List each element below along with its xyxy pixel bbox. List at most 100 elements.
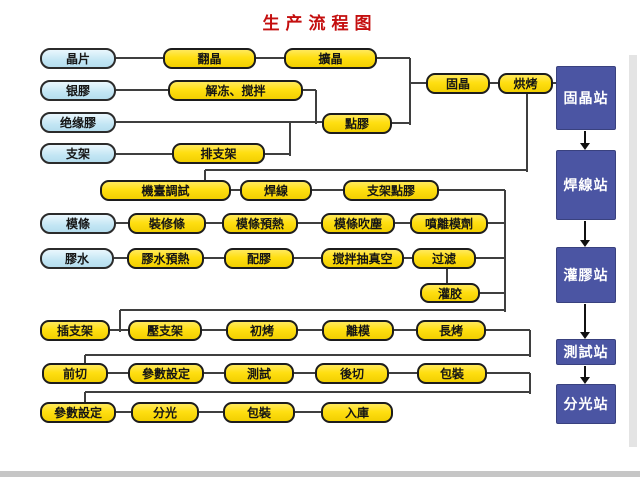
connector-line bbox=[476, 257, 505, 259]
connector-line bbox=[446, 269, 448, 285]
node-canshu-sheding-1: 參數設定 bbox=[128, 363, 204, 384]
connector-line bbox=[298, 329, 322, 331]
connector-line bbox=[392, 122, 410, 124]
connector-line bbox=[199, 411, 223, 413]
connector-line bbox=[395, 222, 410, 224]
connector-line bbox=[410, 82, 426, 84]
node-ya-zhijia: 壓支架 bbox=[128, 320, 202, 341]
node-limo: 離模 bbox=[322, 320, 394, 341]
connector-line bbox=[312, 189, 343, 191]
station-flow-arrow bbox=[584, 221, 586, 240]
node-fenguang: 分光 bbox=[131, 402, 199, 423]
connector-line bbox=[116, 57, 163, 59]
connector-line bbox=[204, 170, 206, 183]
node-station-gujing: 固晶站 bbox=[556, 66, 616, 130]
connector-line bbox=[84, 355, 86, 366]
node-pai-zhijia: 排支架 bbox=[172, 143, 265, 164]
connector-line bbox=[119, 310, 121, 332]
node-hanxian: 焊線 bbox=[240, 180, 312, 201]
connector-line bbox=[504, 190, 506, 312]
connector-line bbox=[295, 411, 321, 413]
connector-line bbox=[205, 169, 527, 171]
page-edge-bottom bbox=[0, 471, 640, 477]
node-jiaoshui: 膠水 bbox=[40, 248, 114, 269]
node-baozhuang-1: 包裝 bbox=[417, 363, 487, 384]
connector-line bbox=[526, 94, 528, 172]
node-ruku: 入庫 bbox=[321, 402, 393, 423]
node-zhuangxiutiao: 裝修條 bbox=[128, 213, 206, 234]
connector-line bbox=[108, 372, 128, 374]
connector-line bbox=[116, 222, 128, 224]
connector-line bbox=[389, 372, 417, 374]
node-motiao-chuichen: 模條吹塵 bbox=[321, 213, 395, 234]
arrow-head-icon bbox=[580, 377, 590, 384]
arrow-head-icon bbox=[580, 240, 590, 247]
connector-line bbox=[85, 354, 530, 356]
page-title: 生产流程图 bbox=[262, 14, 378, 33]
connector-line bbox=[487, 372, 530, 374]
connector-line bbox=[488, 222, 505, 224]
node-jingpian: 晶片 bbox=[40, 48, 116, 69]
connector-line bbox=[404, 257, 412, 259]
node-ceshi: 測試 bbox=[224, 363, 294, 384]
node-station-guanjiao: 灌膠站 bbox=[556, 247, 616, 303]
station-flow-arrow bbox=[584, 304, 586, 332]
node-changkao: 長烤 bbox=[416, 320, 486, 341]
arrow-head-icon bbox=[580, 332, 590, 339]
node-baozhuang-2: 包裝 bbox=[223, 402, 295, 423]
node-jueyuanjiao: 绝缘膠 bbox=[40, 112, 116, 133]
page-edge-right bbox=[629, 55, 637, 447]
node-dianjiao: 點膠 bbox=[322, 113, 392, 134]
node-motiao-yure: 模條預熱 bbox=[222, 213, 298, 234]
node-jiaoban-chouzhenkong: 搅拌抽真空 bbox=[321, 248, 404, 269]
connector-line bbox=[116, 153, 172, 155]
node-chukao: 初烤 bbox=[226, 320, 298, 341]
connector-line bbox=[256, 57, 284, 59]
connector-line bbox=[85, 391, 530, 393]
node-zhijia: 支架 bbox=[40, 143, 116, 164]
connector-line bbox=[298, 222, 321, 224]
connector-line bbox=[553, 82, 556, 84]
connector-line bbox=[120, 309, 505, 311]
node-cha-zhijia: 插支架 bbox=[40, 320, 110, 341]
connector-line bbox=[377, 57, 410, 59]
node-zhijia-dianjiao: 支架點膠 bbox=[343, 180, 439, 201]
connector-line bbox=[490, 82, 498, 84]
node-jiaoshui-yure: 膠水預熱 bbox=[127, 248, 204, 269]
connector-line bbox=[84, 392, 86, 405]
node-fanjing: 翻晶 bbox=[163, 48, 256, 69]
connector-line bbox=[409, 58, 411, 125]
connector-line bbox=[529, 330, 531, 357]
connector-line bbox=[204, 372, 224, 374]
node-guanjiao: 灌胶 bbox=[420, 283, 480, 303]
connector-line bbox=[116, 411, 131, 413]
connector-line bbox=[116, 121, 322, 123]
station-flow-arrow bbox=[584, 366, 586, 377]
connector-line bbox=[202, 329, 226, 331]
node-jiedong-jiaoban: 解冻、搅拌 bbox=[168, 80, 303, 101]
station-flow-arrow bbox=[584, 131, 586, 143]
node-qianqie: 前切 bbox=[42, 363, 108, 384]
node-station-hanxian: 焊線站 bbox=[556, 150, 616, 220]
connector-line bbox=[394, 329, 416, 331]
node-guolv: 过滤 bbox=[412, 248, 476, 269]
connector-line bbox=[315, 90, 317, 124]
node-pen-limoji: 噴離模劑 bbox=[410, 213, 488, 234]
node-yinjiao: 银膠 bbox=[40, 80, 116, 101]
connector-line bbox=[289, 122, 291, 156]
connector-line bbox=[303, 89, 316, 91]
connector-line bbox=[294, 257, 321, 259]
connector-line bbox=[231, 189, 240, 191]
node-station-fenguang: 分光站 bbox=[556, 384, 616, 424]
node-kuojing: 擴晶 bbox=[284, 48, 377, 69]
connector-line bbox=[529, 373, 531, 394]
connector-line bbox=[204, 257, 224, 259]
connector-line bbox=[110, 329, 128, 331]
connector-line bbox=[480, 292, 505, 294]
node-hongkao: 烘烤 bbox=[498, 73, 553, 94]
connector-line bbox=[439, 189, 505, 191]
connector-line bbox=[265, 153, 290, 155]
connector-line bbox=[486, 329, 530, 331]
connector-line bbox=[206, 222, 222, 224]
